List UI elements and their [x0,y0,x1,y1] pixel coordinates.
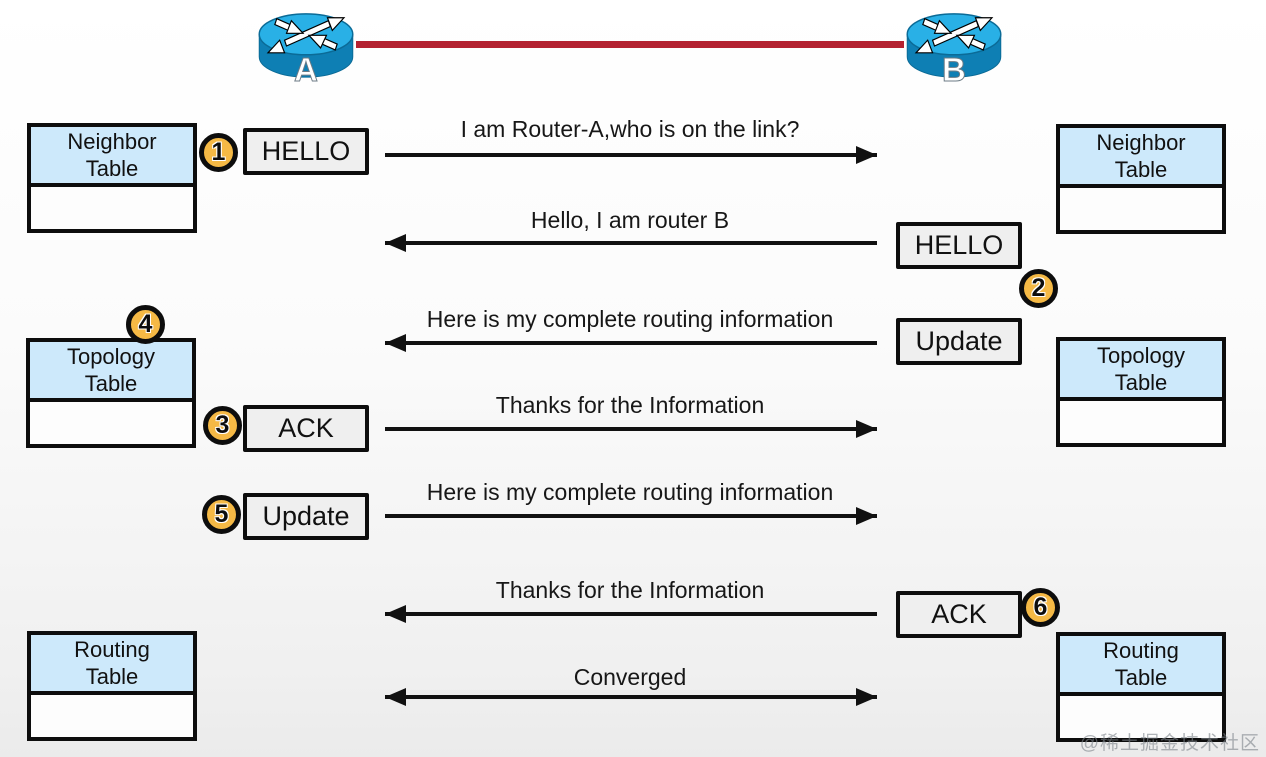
table-empty-row [31,695,193,737]
router-link-line [356,41,904,48]
message-label-2: Hello, I am router B [530,207,730,233]
message-label-1: I am Router-A,who is on the link? [460,116,800,142]
router-b: B [900,8,1008,90]
message-box-update-b: Update [896,318,1022,365]
message-box-ack-a: ACK [243,405,369,452]
table-title: Neighbor Table [31,127,193,187]
router-a: A [252,8,360,90]
message-label-6: Thanks for the Information [495,577,765,603]
arrow-msg4-right [385,420,877,438]
message-label-5: Here is my complete routing information [426,479,834,505]
step-badge-2: 2 [1019,269,1058,308]
table-empty-row [1060,401,1222,443]
table-right-topology: Topology Table [1056,337,1226,447]
arrow-converged-both [385,688,877,706]
router-icon: B [906,13,1002,90]
message-box-ack-b: ACK [896,591,1022,638]
table-title: Routing Table [1060,636,1222,696]
table-empty-row [1060,696,1222,738]
watermark: @稀土掘金技术社区 [1079,733,1260,754]
message-label-3: Here is my complete routing information [426,306,834,332]
message-box-hello-b: HELLO [896,222,1022,269]
message-box-hello-a: HELLO [243,128,369,175]
step-badge-3: 3 [203,406,242,445]
table-right-routing: Routing Table [1056,632,1226,742]
arrow-msg2-left [385,234,877,252]
router-a-label: A [294,52,318,84]
table-empty-row [1060,188,1222,230]
arrow-msg6-left [385,605,877,623]
message-label-converged: Converged [573,664,687,690]
message-box-update-a: Update [243,493,369,540]
step-badge-1: 1 [199,133,238,172]
table-empty-row [30,402,192,444]
table-title: Topology Table [1060,341,1222,401]
table-left-routing: Routing Table [27,631,197,741]
table-empty-row [31,187,193,229]
arrow-msg5-right [385,507,877,525]
table-title: Neighbor Table [1060,128,1222,188]
table-left-topology: Topology Table [26,338,196,448]
step-badge-5: 5 [202,495,241,534]
message-label-4: Thanks for the Information [495,392,765,418]
arrow-msg1-right [385,146,877,164]
arrow-msg3-left [385,334,877,352]
router-icon: A [258,13,354,90]
table-right-neighbor: Neighbor Table [1056,124,1226,234]
table-left-neighbor: Neighbor Table [27,123,197,233]
table-title: Routing Table [31,635,193,695]
step-badge-6: 6 [1021,588,1060,627]
step-badge-4: 4 [126,305,165,344]
table-title: Topology Table [30,342,192,402]
router-b-label: B [942,52,966,84]
